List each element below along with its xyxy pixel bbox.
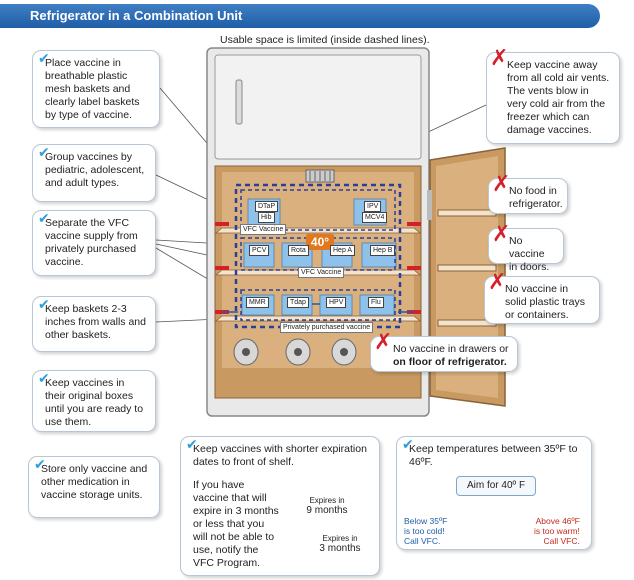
basket-label: DTaP [255,201,279,212]
below-line2: is too cold! [404,526,445,536]
freezer-door [214,54,422,160]
below-line1: Below 35ºF [404,516,448,526]
tip-group-vaccines: ✔ Group vaccines by pediatric, adolescen… [32,144,156,202]
expiry-box-top: Expires in [309,496,345,505]
basket-label: Rota [288,245,309,256]
tip-text: Keep vaccine away from all cold air vent… [507,59,610,136]
expiry-box-main: 3 months [319,543,361,554]
tip-original-boxes: ✔ Keep vaccines in their original boxes … [32,370,156,432]
tip-store-only-vaccine: ✔ Store only vaccine and other medicatio… [28,456,160,518]
tip-text: Keep vaccines in their original boxes un… [45,377,144,428]
tip-expiration: ✔ Keep vaccines with shorter expiration … [180,436,380,576]
below-text: Below 35ºF is too cold! Call VFC. [404,516,447,546]
check-icon: ✔ [38,210,50,226]
expiry-box-top: Expires in [322,534,358,543]
tip-text: Store only vaccine and other medication … [41,463,148,501]
basket-label: MCV4 [362,212,388,223]
check-icon: ✔ [34,456,46,472]
tip-no-trays: ✗ No vaccine in solid plastic trays or c… [484,270,600,324]
basket-label: Hib [258,212,275,223]
tip-separate-vfc: ✔ Separate the VFC vaccine supply from p… [32,210,156,276]
tip-no-door: ✗ No vaccine in doors. [488,222,564,273]
header: Refrigerator in a Combination Unit [0,0,634,32]
above-line1: Above 46ºF [535,516,580,526]
subtitle: Usable space is limited (inside dashed l… [220,34,430,46]
expiry-box-main: 9 months [306,505,348,516]
expiry-body: If you have vaccine that will expire in … [193,479,279,569]
tip-no-floor: ✗ No vaccine in drawers or on floor of r… [370,330,518,372]
x-icon: ✗ [492,172,511,197]
basket-label: Hep B [370,245,396,256]
tip-mesh-baskets: ✔ Place vaccine in breathable plastic me… [32,50,160,128]
x-icon: ✗ [490,46,509,71]
basket-label: IPV [364,201,382,212]
tip-text: No vaccine in solid plastic trays or con… [505,283,585,321]
basket-label: Hep A [330,245,356,256]
check-icon: ✔ [38,144,50,160]
vfc-label-top: VFC Vaccine [240,224,287,235]
check-icon: ✔ [186,436,198,452]
tip-basket-spacing: ✔ Keep baskets 2-3 inches from walls and… [32,296,156,352]
tip-text: Keep baskets 2-3 inches from walls and o… [45,303,146,341]
tip-text: Group vaccines by pediatric, adolescent,… [45,151,145,189]
header-bar [0,4,600,28]
expiry-heading: Keep vaccines with shorter expiration da… [193,443,367,468]
tip-text-line2: on floor of refrigerator. [393,356,507,368]
tip-text: No vaccine in doors. [509,235,550,273]
x-icon: ✗ [492,222,511,247]
temperature-badge: 40° [306,234,334,250]
temp-heading: Keep temperatures between 35ºF to 46ºF. [409,443,578,468]
tip-text-line1: No vaccine in drawers or [393,343,509,355]
check-icon: ✔ [38,50,50,66]
expiry-box-3: Expires in 3 months [312,534,368,554]
basket-label: Flu [368,297,384,308]
expiry-box-9: Expires in 9 months [300,496,354,516]
basket-label: HPV [326,297,347,308]
below-line3: Call VFC. [404,536,441,546]
check-icon: ✔ [402,436,414,452]
above-text: Above 46ºF is too warm! Call VFC. [534,516,580,546]
hinge-top [427,190,432,220]
tip-text: Separate the VFC vaccine supply from pri… [45,217,138,268]
vfc-label-mid: VFC Vaccine [298,267,345,278]
above-line2: is too warm! [534,526,580,536]
tip-text: No food in refrigerator. [509,185,563,210]
basket-label: Tdap [287,297,309,308]
x-icon: ✗ [488,270,507,295]
tip-text: Place vaccine in breathable plastic mesh… [45,57,140,121]
basket-label: MMR [246,297,269,308]
tip-no-food: ✗ No food in refrigerator. [488,172,568,214]
x-icon: ✗ [374,330,393,355]
page-title: Refrigerator in a Combination Unit [30,8,243,23]
tip-air-vents: ✗ Keep vaccine away from all cold air ve… [486,46,620,144]
check-icon: ✔ [38,370,50,386]
private-label: Privately purchased vaccine [280,322,374,333]
check-icon: ✔ [38,296,50,312]
freezer-handle [235,79,243,125]
basket-label: PCV [249,245,270,256]
aim-badge: Aim for 40º F [456,476,536,496]
above-line3: Call VFC. [543,536,580,546]
